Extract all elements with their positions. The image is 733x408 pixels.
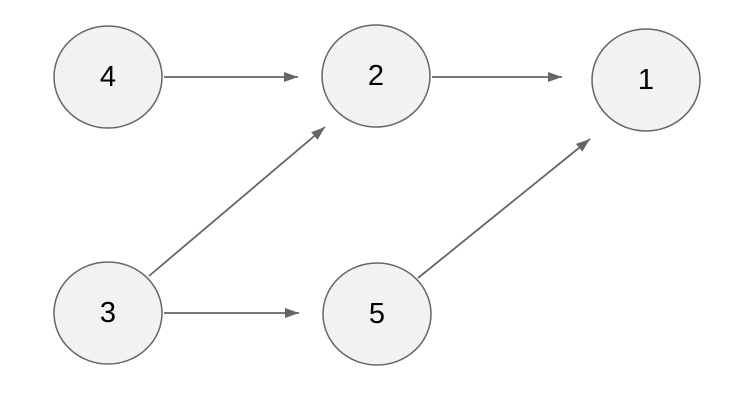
node-ellipse-3 <box>53 261 163 365</box>
node-ellipse-5 <box>322 262 432 366</box>
graph-node-4: 4 <box>53 25 163 129</box>
node-label-1: 1 <box>638 64 654 96</box>
node-label-2: 2 <box>368 60 384 92</box>
graph-node-5: 5 <box>322 262 432 366</box>
node-label-5: 5 <box>369 298 385 330</box>
graph-node-3: 3 <box>53 261 163 365</box>
graph-node-2: 2 <box>321 24 431 128</box>
node-label-3: 3 <box>100 297 116 329</box>
node-ellipse-1 <box>591 28 701 132</box>
node-ellipse-2 <box>321 24 431 128</box>
node-ellipse-4 <box>53 25 163 129</box>
edge-3-2 <box>148 126 326 277</box>
edge-5-1 <box>417 138 591 279</box>
graph-node-1: 1 <box>591 28 701 132</box>
node-label-4: 4 <box>100 61 116 93</box>
